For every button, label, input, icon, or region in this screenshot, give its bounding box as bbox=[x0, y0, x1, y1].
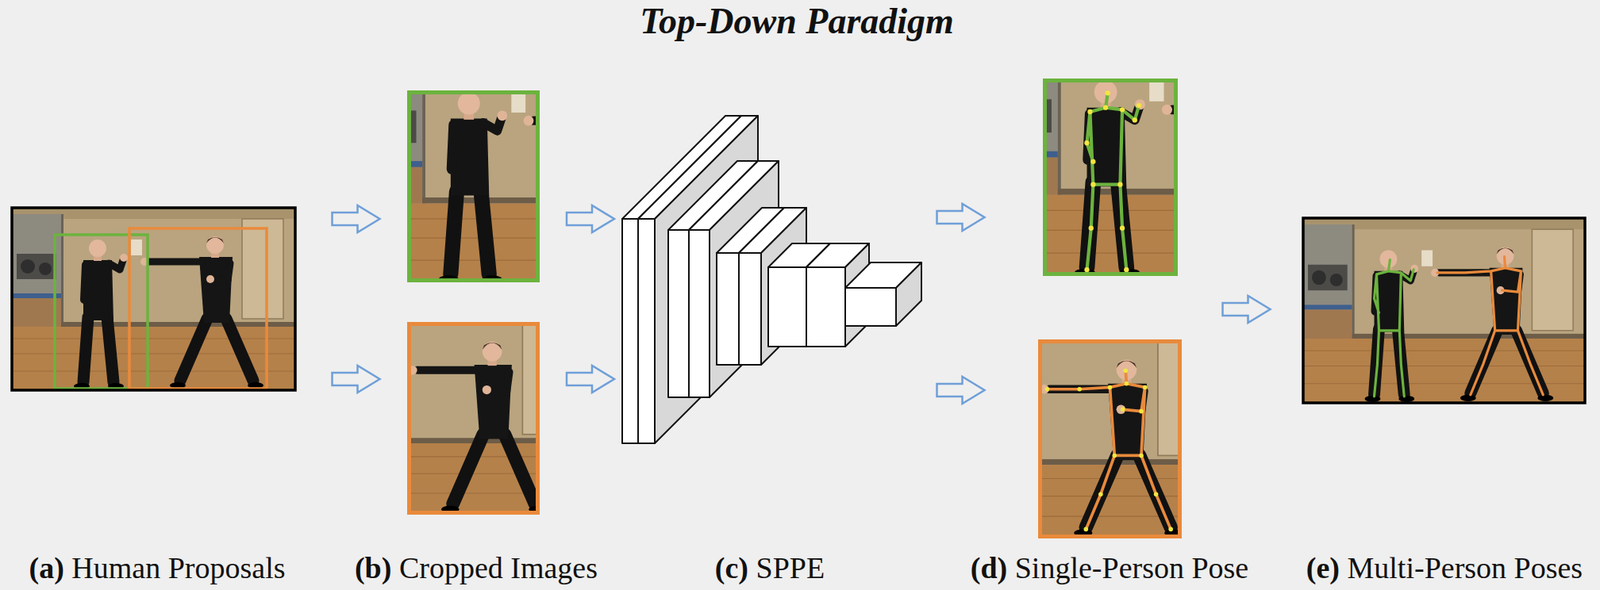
stage-caption: (b)Cropped Images bbox=[354, 552, 598, 586]
proposal-box bbox=[129, 228, 267, 389]
pose-crop bbox=[890, 326, 1220, 539]
gym-scene bbox=[890, 326, 1220, 539]
title-bar: Top-Down Paradigm bbox=[0, 1, 1594, 43]
network-layers bbox=[622, 115, 922, 444]
keypoints bbox=[1084, 90, 1142, 273]
stage-panel: (b)Cropped Images bbox=[407, 90, 540, 516]
skeleton bbox=[1087, 92, 1140, 270]
flow-arrow bbox=[566, 365, 615, 393]
stage-name: Multi-Person Poses bbox=[1347, 551, 1584, 585]
stage-caption: (d)Single-Person Pose bbox=[970, 552, 1249, 586]
stage-caption: (c)SPPE bbox=[715, 552, 825, 586]
input-photo bbox=[11, 207, 296, 391]
stage-name: Single-Person Pose bbox=[1015, 551, 1250, 585]
stage-name: Human Proposals bbox=[71, 551, 285, 585]
stage-letter: (b) bbox=[354, 551, 392, 585]
flow-arrow bbox=[566, 205, 615, 233]
stage-caption: (a)Human Proposals bbox=[29, 552, 286, 586]
stage-caption: (e)Multi-Person Poses bbox=[1306, 552, 1583, 586]
keypoints bbox=[1045, 369, 1174, 532]
crop-frame bbox=[409, 324, 539, 514]
flow-arrow bbox=[937, 203, 985, 231]
skeleton bbox=[1373, 260, 1414, 397]
photo-frame bbox=[1303, 218, 1585, 404]
flow-arrow bbox=[332, 205, 381, 233]
diagram-title: Top-Down Paradigm bbox=[639, 0, 954, 42]
gym-scene bbox=[263, 309, 583, 516]
skeleton bbox=[1046, 371, 1171, 531]
gym-scene bbox=[1303, 218, 1585, 404]
stage-panel: (e)Multi-Person Poses bbox=[1303, 218, 1585, 404]
stage-panel: (a)Human Proposals bbox=[11, 207, 296, 391]
crop-frame bbox=[409, 92, 539, 281]
stage-letter: (c) bbox=[715, 551, 749, 585]
proposal-box bbox=[54, 234, 148, 389]
stage-panel: (c)SPPE bbox=[622, 115, 922, 444]
flow-arrow bbox=[332, 365, 381, 393]
gym-scene bbox=[11, 207, 296, 391]
stage-name: Cropped Images bbox=[399, 551, 598, 585]
skeleton bbox=[1437, 257, 1543, 396]
crop-frame bbox=[1040, 342, 1181, 538]
output-photo bbox=[1303, 218, 1585, 404]
stage-letter: (d) bbox=[970, 551, 1008, 585]
stage-letter: (a) bbox=[29, 551, 65, 585]
stage-panel: (d)Single-Person Pose bbox=[1038, 78, 1182, 539]
flow-arrow bbox=[937, 376, 985, 404]
photo-frame bbox=[11, 207, 296, 391]
stage-letter: (e) bbox=[1306, 551, 1340, 585]
flow-arrow bbox=[1223, 296, 1271, 324]
crop-frame bbox=[1045, 80, 1177, 275]
stage-name: SPPE bbox=[756, 551, 826, 585]
cropped-photo bbox=[263, 309, 583, 516]
